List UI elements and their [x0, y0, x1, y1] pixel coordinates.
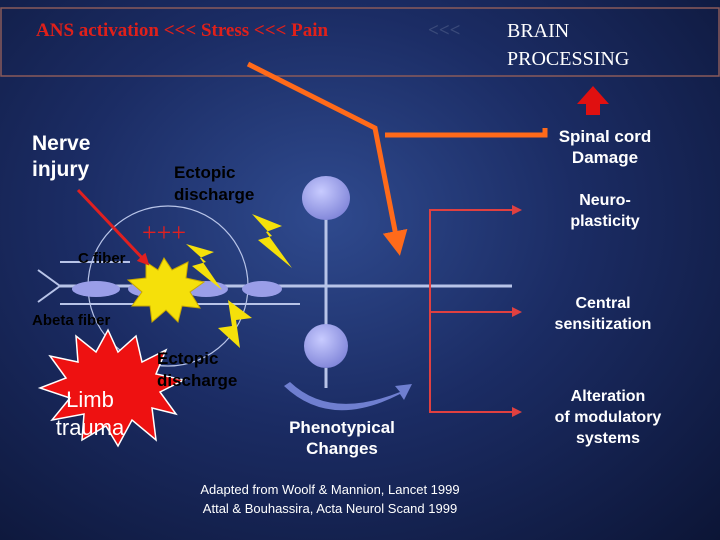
- nerve-injury-line-2: injury: [32, 158, 90, 181]
- phenotypical-arrow: [284, 382, 412, 411]
- phenotypical-line-2: Changes: [306, 439, 378, 458]
- injury-burst: [126, 257, 206, 323]
- c-fiber-label: C fiber: [78, 250, 126, 267]
- neuro-line-1: Neuro-: [579, 192, 631, 209]
- alteration-line-1: Alteration: [570, 388, 646, 405]
- ectopic-bottom-label: Ectopic discharge: [157, 348, 237, 392]
- nerve-injury-label: Nerve injury: [32, 131, 90, 183]
- limb-trauma-label: Limb trauma: [42, 386, 138, 442]
- spinal-cord-label: Spinal cord Damage: [530, 126, 680, 168]
- injury-pointer-arrow: [76, 188, 150, 266]
- lightning-bolt-bottom: [218, 300, 252, 348]
- alteration-line-3: systems: [575, 430, 641, 447]
- lightning-bolt-top: [252, 214, 292, 268]
- dorsal-neuron-soma: [302, 176, 350, 220]
- ventral-neuron-soma: [304, 324, 348, 368]
- pain-feedback-arrow: [246, 61, 408, 256]
- abeta-fiber-label: Abeta fiber: [32, 312, 111, 329]
- limb-trauma-burst: [37, 328, 187, 448]
- effect-brackets: [429, 205, 522, 417]
- citation-line-2: Attal & Bouhassira, Acta Neurol Scand 19…: [202, 501, 458, 516]
- central-line-2: sensitization: [554, 316, 652, 333]
- alteration-line-2: of modulatory: [554, 409, 662, 426]
- citation: Adapted from Woolf & Mannion, Lancet 199…: [150, 480, 510, 518]
- lightning-bolt-middle: [186, 244, 222, 290]
- fiber-endings: [37, 269, 62, 303]
- brain-line-1: BRAIN: [507, 20, 570, 42]
- limb-trauma-line-2: trauma: [55, 415, 125, 440]
- ectopic-top-line-2: discharge: [174, 185, 255, 204]
- central-line-1: Central: [575, 295, 631, 312]
- ectopic-top-line-1: Ectopic: [174, 163, 236, 182]
- neuroplasticity-label: Neuro- plasticity: [540, 190, 670, 232]
- spinal-to-pain-arrow: [385, 128, 548, 138]
- spinal-line-2: Damage: [571, 148, 639, 167]
- header-arrow-fragment: <<<: [428, 20, 461, 41]
- plus-signs: +++: [142, 218, 186, 247]
- citation-line-1: Adapted from Woolf & Mannion, Lancet 199…: [200, 482, 460, 497]
- ectopic-bottom-line-2: discharge: [157, 371, 238, 390]
- central-sensitization-label: Central sensitization: [528, 293, 678, 335]
- header-chain: ANS activation <<< Stress <<< Pain: [36, 20, 329, 41]
- ectopic-bottom-line-1: Ectopic: [157, 349, 219, 368]
- alteration-label: Alteration of modulatory systems: [530, 386, 686, 449]
- phenotypical-line-1: Phenotypical: [289, 418, 395, 437]
- spinal-line-1: Spinal cord: [558, 127, 652, 146]
- neuro-line-2: plasticity: [570, 213, 640, 230]
- brain-line-2: PROCESSING: [507, 48, 630, 70]
- ectopic-top-label: Ectopic discharge: [174, 162, 254, 206]
- limb-trauma-line-1: Limb: [66, 387, 114, 412]
- up-arrow: [577, 86, 609, 115]
- phenotypical-label: Phenotypical Changes: [270, 417, 414, 459]
- header-box: [0, 7, 720, 77]
- nerve-injury-line-1: Nerve: [32, 132, 91, 155]
